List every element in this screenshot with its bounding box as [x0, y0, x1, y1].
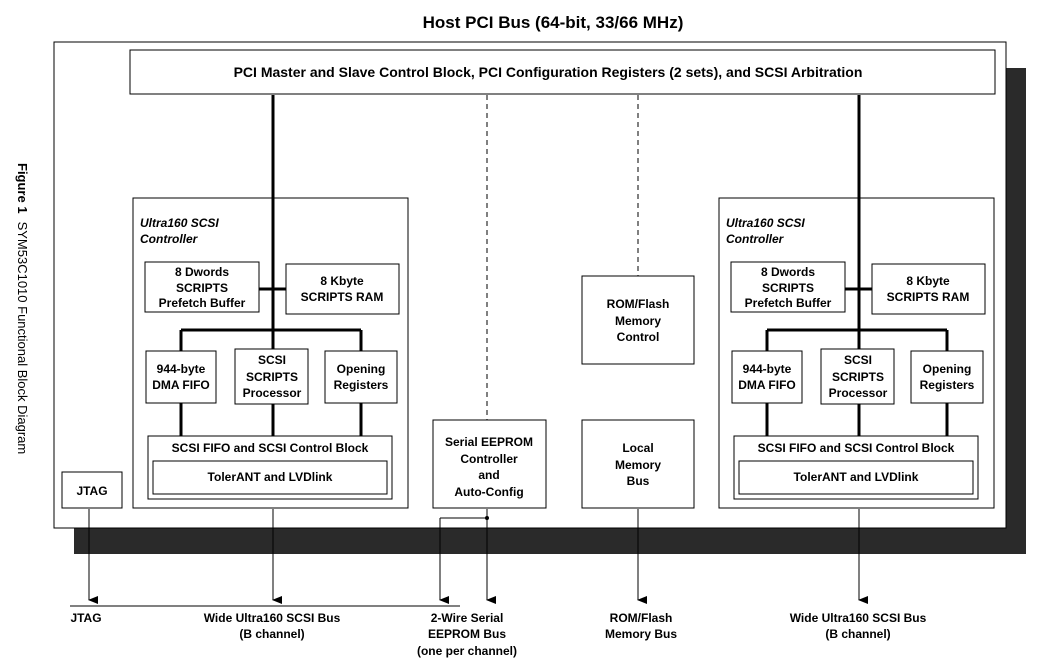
svg-text:Registers: Registers — [920, 378, 975, 392]
junction-dot — [485, 516, 489, 520]
svg-text:SCRIPTS: SCRIPTS — [832, 370, 884, 384]
svg-text:SCSI: SCSI — [258, 353, 286, 367]
svg-text:944-byte: 944-byte — [157, 362, 206, 376]
local-memory-bus-block: Local Memory Bus — [581, 419, 695, 509]
svg-text:SCSI: SCSI — [844, 353, 872, 367]
eeprom-bus-label: EEPROM Bus — [428, 627, 506, 641]
host-bus-title: Host PCI Bus (64-bit, 33/66 MHz) — [423, 13, 684, 32]
controller-title: Ultra160 SCSI — [140, 216, 219, 230]
dma-fifo-block: 944-byte DMA FIFO — [145, 350, 217, 404]
controller-title: Ultra160 SCSI — [726, 216, 805, 230]
rom-flash-bus-label: Memory Bus — [605, 627, 677, 641]
svg-text:and: and — [478, 468, 499, 482]
svg-text:Processor: Processor — [829, 386, 888, 400]
svg-text:SCRIPTS: SCRIPTS — [762, 281, 814, 295]
svg-text:SCRIPTS RAM: SCRIPTS RAM — [887, 290, 970, 304]
opening-registers-block: Opening Registers — [910, 350, 984, 404]
svg-text:SCRIPTS RAM: SCRIPTS RAM — [301, 290, 384, 304]
svg-text:Bus: Bus — [627, 474, 650, 488]
svg-text:Processor: Processor — [243, 386, 302, 400]
svg-text:8 Kbyte: 8 Kbyte — [906, 274, 950, 288]
scsi-bus-b-label: Wide Ultra160 SCSI Bus — [204, 611, 341, 625]
svg-text:8 Dwords: 8 Dwords — [761, 265, 815, 279]
prefetch-buffer-block: 8 Dwords SCRIPTS Prefetch Buffer — [730, 261, 846, 313]
scsi-controller-right: Ultra160 SCSI Controller 8 Dwords SCRIPT… — [718, 95, 995, 509]
svg-text:DMA FIFO: DMA FIFO — [152, 378, 210, 392]
scripts-ram-block: 8 Kbyte SCRIPTS RAM — [871, 263, 986, 315]
svg-text:Auto-Config: Auto-Config — [454, 485, 523, 499]
svg-text:Memory: Memory — [615, 314, 661, 328]
scripts-processor-block: SCSI SCRIPTS Processor — [234, 348, 309, 405]
pci-control-block: PCI Master and Slave Control Block, PCI … — [129, 49, 996, 95]
svg-text:SCRIPTS: SCRIPTS — [176, 281, 228, 295]
svg-text:PCI Master and Slave Control B: PCI Master and Slave Control Block, PCI … — [234, 64, 863, 80]
svg-text:Controller: Controller — [460, 452, 518, 466]
opening-registers-block: Opening Registers — [324, 350, 398, 404]
eeprom-bus-label: 2-Wire Serial — [431, 611, 504, 625]
output-arrows — [70, 509, 868, 607]
svg-text:SCSI FIFO and SCSI Control Blo: SCSI FIFO and SCSI Control Block — [758, 441, 955, 455]
svg-text:Opening: Opening — [923, 362, 972, 376]
rom-flash-control-block: ROM/Flash Memory Control — [581, 275, 695, 365]
svg-text:DMA FIFO: DMA FIFO — [738, 378, 796, 392]
scsi-bus-b-label: (B channel) — [239, 627, 304, 641]
svg-text:Memory: Memory — [615, 458, 661, 472]
svg-text:Serial EEPROM: Serial EEPROM — [445, 435, 533, 449]
svg-text:8 Kbyte: 8 Kbyte — [320, 274, 364, 288]
dma-fifo-block: 944-byte DMA FIFO — [731, 350, 803, 404]
svg-text:8 Dwords: 8 Dwords — [175, 265, 229, 279]
internal-dashed-links — [486, 95, 639, 420]
svg-text:Registers: Registers — [334, 378, 389, 392]
eeprom-bus-label: (one per channel) — [417, 644, 517, 658]
scripts-ram-block: 8 Kbyte SCRIPTS RAM — [285, 263, 400, 315]
svg-text:Prefetch Buffer: Prefetch Buffer — [159, 296, 246, 310]
tolerant-lvdlink-block: TolerANT and LVDlink — [208, 470, 333, 484]
scsi-fifo-control-block: SCSI FIFO and SCSI Control Block TolerAN… — [147, 435, 393, 500]
jtag-label: JTAG — [70, 611, 101, 625]
svg-text:Prefetch Buffer: Prefetch Buffer — [745, 296, 832, 310]
controller-title: Controller — [140, 232, 199, 246]
svg-text:Control: Control — [617, 330, 660, 344]
scripts-processor-block: SCSI SCRIPTS Processor — [820, 348, 895, 405]
svg-text:SCRIPTS: SCRIPTS — [246, 370, 298, 384]
jtag-block: JTAG — [61, 471, 123, 509]
scsi-bus-right-label: (B channel) — [825, 627, 890, 641]
rom-flash-bus-label: ROM/Flash — [610, 611, 673, 625]
svg-text:Local: Local — [622, 441, 653, 455]
svg-text:ROM/Flash: ROM/Flash — [607, 297, 670, 311]
scsi-controller-left: Ultra160 SCSI Controller 8 Dwords SCRIPT… — [132, 95, 409, 509]
svg-text:SCSI FIFO and SCSI Control Blo: SCSI FIFO and SCSI Control Block — [172, 441, 369, 455]
figure-caption: Figure 1SYM53C1010 Functional Block Diag… — [15, 163, 30, 454]
scsi-bus-right-label: Wide Ultra160 SCSI Bus — [790, 611, 927, 625]
svg-text:944-byte: 944-byte — [743, 362, 792, 376]
serial-eeprom-controller-block: Serial EEPROM Controller and Auto-Config — [432, 419, 547, 509]
tolerant-lvdlink-block: TolerANT and LVDlink — [794, 470, 919, 484]
scsi-fifo-control-block: SCSI FIFO and SCSI Control Block TolerAN… — [733, 435, 979, 500]
controller-title: Controller — [726, 232, 785, 246]
svg-text:JTAG: JTAG — [76, 484, 107, 498]
bottom-labels: JTAG Wide Ultra160 SCSI Bus (B channel) … — [70, 611, 926, 658]
prefetch-buffer-block: 8 Dwords SCRIPTS Prefetch Buffer — [144, 261, 260, 313]
svg-text:Opening: Opening — [337, 362, 386, 376]
